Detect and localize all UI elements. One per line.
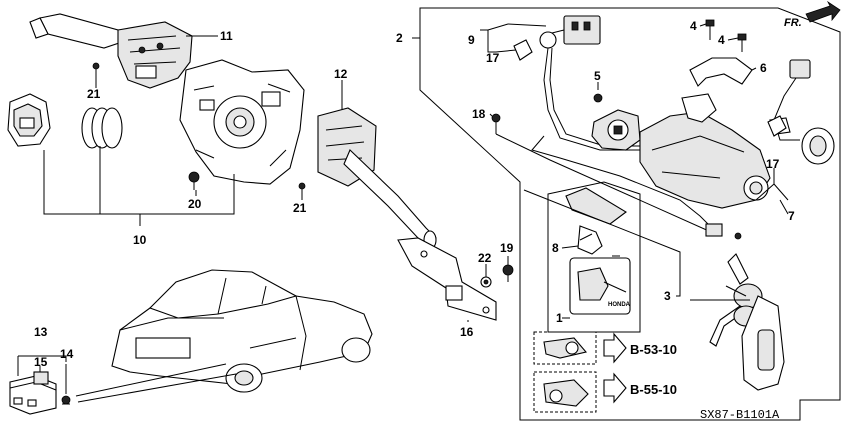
clip-17b (767, 115, 787, 137)
shear-bolt-4a (705, 19, 715, 40)
key-switch-13 (9, 375, 57, 415)
screw-20 (188, 171, 200, 190)
callout-17b: 17 (766, 157, 780, 171)
steering-lock-body (639, 93, 771, 209)
callout-5: 5 (594, 69, 601, 83)
front-direction-arrow (805, 0, 841, 23)
callout-6: 6 (760, 61, 767, 75)
callout-20: 20 (188, 197, 202, 211)
ref-box-b55 (533, 371, 627, 413)
immobilizer-coil-7 (769, 59, 835, 165)
callout-15: 15 (34, 355, 48, 369)
brand-text: HONDA (608, 302, 631, 308)
cover-15 (33, 371, 49, 385)
callout-4a: 4 (690, 19, 697, 33)
reference-b53-10[interactable]: B-53-10 (630, 342, 677, 357)
diagram-code: SX87-B1101A (700, 408, 780, 422)
callout-21b: 21 (293, 201, 307, 215)
callout-17a: 17 (486, 51, 500, 65)
callout-12: 12 (334, 67, 348, 81)
screw-21b (298, 182, 306, 196)
harness-plug (705, 223, 742, 240)
wiper-switch-lever-12 (317, 107, 437, 250)
callout-3: 3 (664, 289, 671, 303)
callout-2: 2 (396, 31, 403, 45)
callout-9: 9 (468, 33, 475, 47)
callout-10: 10 (133, 233, 147, 247)
screw-14 (61, 395, 71, 405)
callout-19: 19 (500, 241, 514, 255)
switch-body-housing (179, 59, 305, 185)
callout-22: 22 (478, 251, 492, 265)
callout-18: 18 (472, 107, 486, 121)
callout-14: 14 (60, 347, 74, 361)
shear-bolt-4b (737, 33, 747, 52)
key-cylinder-5 (591, 109, 641, 151)
callout-4b: 4 (718, 33, 725, 47)
contact-rings-part (81, 107, 123, 149)
screw-5 (593, 82, 603, 103)
clip-17a (513, 39, 533, 61)
bolt-19 (502, 264, 514, 282)
callout-8: 8 (552, 241, 559, 255)
front-direction-label: FR. (784, 17, 802, 29)
callout-1: 1 (556, 311, 563, 325)
harness-connector-9 (531, 15, 717, 233)
bolt-18 (491, 113, 501, 134)
callout-13: 13 (34, 325, 48, 339)
lock-clamp-6 (689, 57, 753, 87)
combination-switch-lever-11 (29, 13, 193, 89)
callout-21a: 21 (87, 87, 101, 101)
cancel-sleeve-part (7, 93, 51, 147)
callout-11: 11 (220, 29, 233, 43)
callout-16: 16 (460, 325, 474, 339)
reference-b55-10[interactable]: B-55-10 (630, 382, 677, 397)
key-set-3 (690, 253, 785, 391)
washer-22 (480, 276, 492, 288)
ref-box-b53 (533, 331, 627, 365)
bracket-16 (397, 237, 497, 321)
screw-21a (92, 62, 100, 80)
car-illustration (111, 269, 373, 393)
callout-7: 7 (788, 209, 795, 223)
key-card-box-1 (547, 181, 641, 333)
